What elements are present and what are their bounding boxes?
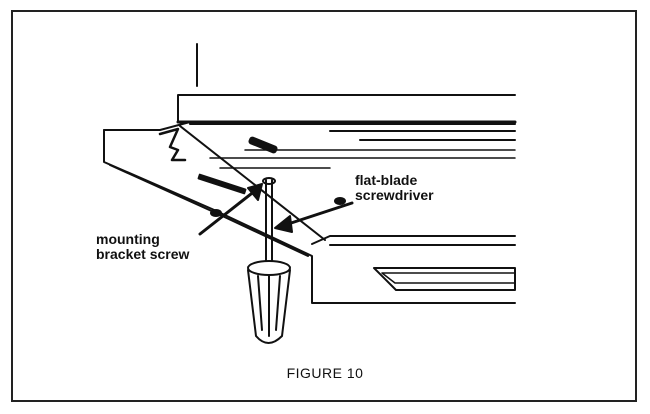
mounting-screw-label: mounting bracket screw [96, 232, 189, 262]
figure-frame [11, 10, 637, 402]
arrow-to-screwdriver [274, 201, 354, 233]
cabinet-body [176, 94, 517, 141]
mounting-screw-label-line1: mounting [96, 231, 160, 247]
mounting-screw-label-line2: bracket screw [96, 246, 190, 262]
arrow-to-screw [198, 183, 263, 236]
screwdriver [247, 177, 291, 344]
screwdriver-label: flat-blade screwdriver [355, 173, 434, 203]
figure-caption: FIGURE 10 [286, 365, 364, 381]
screwdriver-label-line2: screwdriver [355, 187, 434, 203]
screwdriver-label-line1: flat-blade [355, 172, 418, 188]
hood-tray [103, 121, 516, 304]
